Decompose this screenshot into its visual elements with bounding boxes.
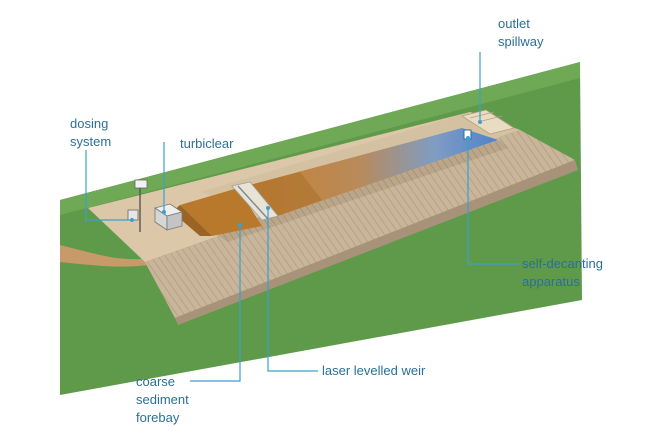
dot-turbiclear [162, 210, 166, 214]
basin-inner-slope-near [212, 140, 508, 242]
dot-outlet [478, 120, 482, 124]
dot-self-decanting [466, 136, 470, 140]
dot-dosing [130, 218, 134, 222]
grass-top-strip [60, 62, 580, 215]
label-outlet-spillway: outlet spillway [498, 16, 544, 49]
label-laser-weir-line1: laser levelled weir [322, 363, 426, 378]
callout-self-decanting [467, 138, 520, 265]
callout-forebay [190, 225, 241, 382]
label-self-decanting: self-decanting apparatus [522, 256, 607, 289]
label-dosing-system: dosing system [70, 116, 112, 149]
dot-forebay [238, 223, 242, 227]
callout-laser-weir [267, 208, 318, 372]
callout-dots [130, 120, 482, 227]
label-forebay-line3: forebay [136, 410, 180, 425]
access-track [60, 245, 165, 267]
outlet-spillway [461, 109, 515, 135]
label-outlet-line1: outlet [498, 16, 530, 31]
label-self-decanting-line2: apparatus [522, 274, 580, 289]
label-laser-weir: laser levelled weir [322, 363, 426, 378]
label-forebay-line2: sediment [136, 392, 189, 407]
label-turbiclear: turbiclear [180, 136, 234, 151]
callout-lines [85, 52, 520, 382]
spillway-step-2 [477, 115, 503, 123]
spillway-step-1 [469, 111, 495, 119]
callout-dosing [85, 150, 132, 221]
label-forebay: coarse sediment forebay [136, 374, 192, 425]
embankment-front-edge [175, 160, 578, 325]
weir-edge [237, 185, 269, 220]
label-forebay-line1: coarse [136, 374, 175, 389]
label-outlet-line2: spillway [498, 34, 544, 49]
label-dosing-line2: system [70, 134, 111, 149]
label-dosing-line1: dosing [70, 116, 108, 131]
label-turbiclear-line1: turbiclear [180, 136, 234, 151]
turbiclear-unit-front [166, 211, 183, 231]
dot-laser-weir [266, 206, 270, 210]
label-self-decanting-line1: self-decanting [522, 256, 603, 271]
dosing-sign [134, 179, 148, 189]
